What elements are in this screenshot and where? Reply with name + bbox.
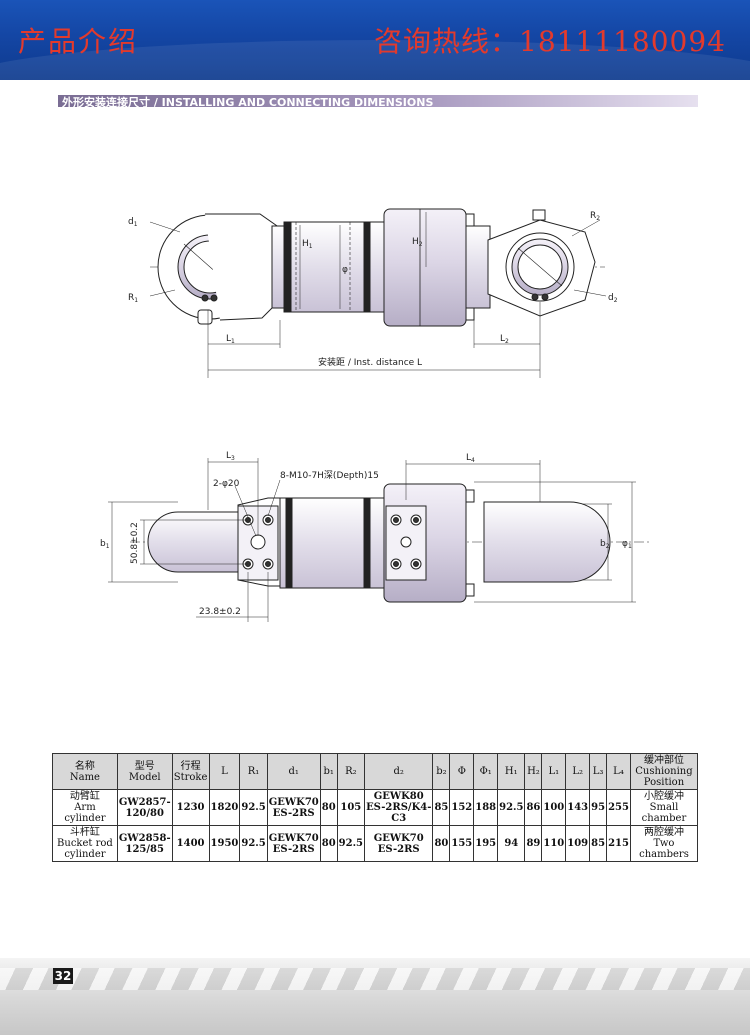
svg-text:R1: R1 [128,293,138,304]
right-rod-end-bottom [483,501,611,583]
cell-r2: 105 [336,789,366,826]
header-l4: L₄ [606,753,631,790]
svg-text:φ: φ [342,265,348,275]
svg-text:8-M10-7H深(Depth)15: 8-M10-7H深(Depth)15 [280,470,379,481]
cell-d2: GEWK70 ES-2RS [364,825,434,862]
cell-phi: 155 [449,825,475,862]
header-l: L [208,753,241,790]
header-b2: b₂ [432,753,451,790]
cell-d1: GEWK70 ES-2RS [266,825,321,862]
section-title-bar: 外形安装连接尺寸 / INSTALLING AND CONNECTING DIM… [58,95,698,109]
svg-text:d2: d2 [608,293,618,304]
cell-phi1: 195 [473,825,499,862]
svg-text:L4: L4 [466,453,475,464]
cell-l1: 110 [541,825,567,862]
left-grease-nipple [197,309,213,325]
svg-text:b1: b1 [100,539,110,550]
top-view [149,208,607,378]
cell-l: 1950 [208,825,241,862]
header-d2: d₂ [364,753,434,790]
header-r1: R₁ [239,753,268,790]
header-b1: b₁ [319,753,338,790]
cell-l3: 85 [589,825,608,862]
left-rod-end-bottom [147,511,241,573]
svg-text:L3: L3 [226,451,235,462]
svg-text:H1: H1 [302,239,313,250]
cell-d2: GEWK80 ES-2RS/K4-C3 [364,789,434,826]
cell-r1: 92.5 [239,789,268,826]
cell-b2: 80 [432,825,451,862]
svg-text:φ1: φ1 [622,539,632,550]
cell-model: GW2858-125/85 [116,825,173,862]
page-footer [0,958,750,1035]
header-h2: H₂ [524,753,543,790]
cell-d1: GEWK70 ES-2RS [266,789,321,826]
svg-text:安装距 / Inst. distance L: 安装距 / Inst. distance L [318,356,422,368]
cell-h1: 92.5 [497,789,526,826]
cell-phi1: 188 [473,789,499,826]
svg-text:L1: L1 [226,334,235,345]
cylinder-barrel-top [383,208,467,327]
cell-b1: 80 [319,789,338,826]
cell-r2: 92.5 [336,825,366,862]
header-r2: R₂ [336,753,366,790]
banner-product-intro: 产品介绍 [18,25,139,58]
cell-l4: 255 [606,789,631,826]
top-view-labels: d1 R1 R2 d2 H1 H2 φ L1 L2 安装距 / Inst. di… [128,211,618,368]
cell-h1: 94 [497,825,526,862]
page-number: 32 [53,968,73,984]
cell-stroke: 1230 [171,789,210,826]
header-h1: H₁ [497,753,526,790]
cell-b2: 85 [432,789,451,826]
cell-l: 1820 [208,789,241,826]
cell-r1: 92.5 [239,825,268,862]
svg-text:b2: b2 [600,539,610,550]
cell-h2: 86 [524,789,543,826]
bottom-view-labels: L3 L4 8-M10-7H深(Depth)15 2-φ20 b1 b2 φ1 … [100,451,632,617]
technical-drawing: d1 R1 R2 d2 H1 H2 φ L1 L2 安装距 / Inst. di… [100,208,650,622]
cell-l2: 109 [565,825,591,862]
header-phi1: Φ₁ [473,753,499,790]
cell-l2: 143 [565,789,591,826]
bottom-view [108,458,650,622]
header-banner: 产品介绍 咨询热线：18111180094 [0,0,750,80]
footer-stripe [0,968,750,990]
cell-phi: 152 [449,789,475,826]
svg-text:23.8±0.2: 23.8±0.2 [199,607,241,617]
header-phi: Φ [449,753,475,790]
svg-text:d1: d1 [128,217,138,228]
banner-hotline: 咨询热线：18111180094 [374,25,726,58]
cell-l1: 100 [541,789,567,826]
cell-l3: 95 [589,789,608,826]
svg-text:50.8±0.2: 50.8±0.2 [130,522,140,564]
cell-l4: 215 [606,825,631,862]
cell-stroke: 1400 [171,825,210,862]
svg-text:H2: H2 [412,237,423,248]
svg-text:R2: R2 [590,211,600,222]
header-l3: L₃ [589,753,608,790]
cell-b1: 80 [319,825,338,862]
svg-text:L2: L2 [500,334,509,345]
header-l2: L₂ [565,753,591,790]
header-l1: L₁ [541,753,567,790]
section-title: 外形安装连接尺寸 / INSTALLING AND CONNECTING DIM… [62,96,434,109]
header-d1: d₁ [266,753,321,790]
cell-h2: 89 [524,825,543,862]
svg-text:2-φ20: 2-φ20 [213,479,240,489]
cell-model: GW2857-120/80 [116,789,173,826]
